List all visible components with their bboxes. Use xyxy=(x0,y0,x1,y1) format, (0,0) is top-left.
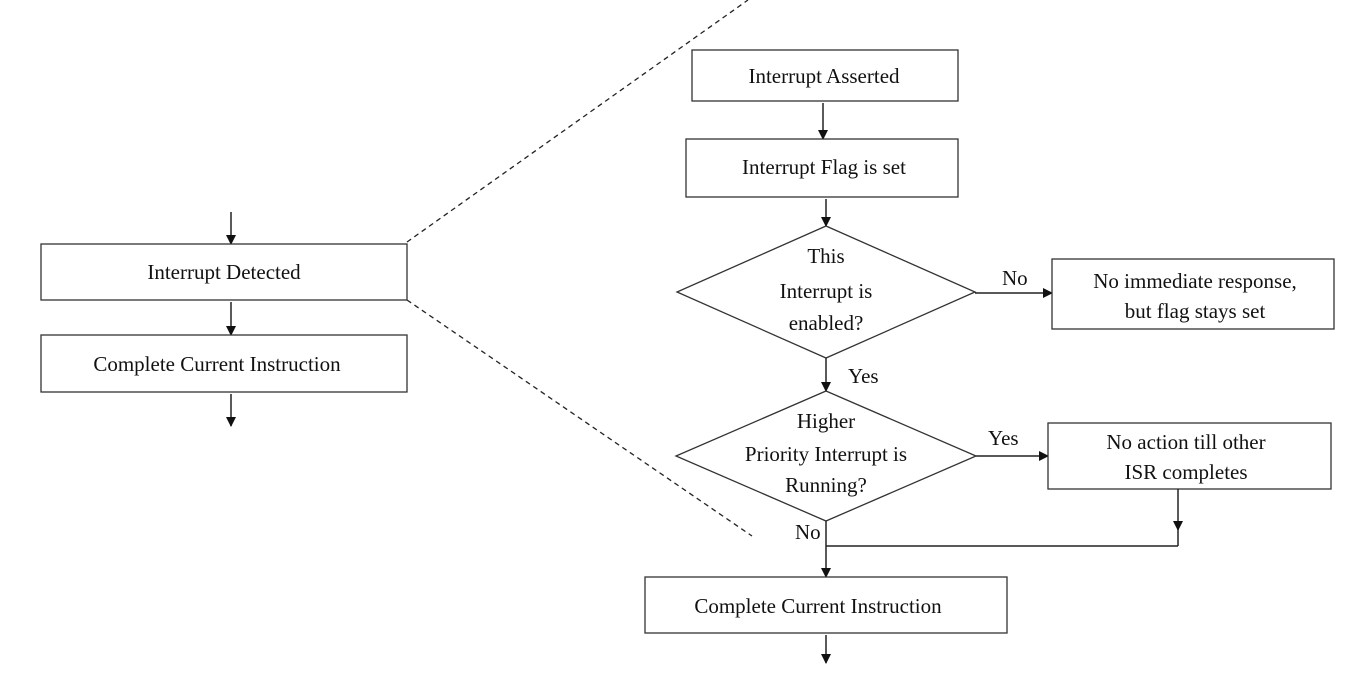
complete-instruction-label-left: Complete Current Instruction xyxy=(93,352,341,376)
edge-label-yes-1: Yes xyxy=(848,364,879,388)
priority-question-line1: Higher xyxy=(797,409,855,433)
wait-isr-line2: ISR completes xyxy=(1124,460,1247,484)
enabled-question-line3: enabled? xyxy=(789,311,864,335)
enabled-question-line1: This xyxy=(807,244,844,268)
zoom-line-top xyxy=(406,0,749,243)
complete-instruction-box-right xyxy=(644,576,1008,634)
enabled-question-line2: Interrupt is xyxy=(780,279,873,303)
priority-question-line2: Priority Interrupt is xyxy=(745,442,907,466)
no-response-line2: but flag stays set xyxy=(1125,299,1266,323)
wait-isr-line1: No action till other xyxy=(1106,430,1265,454)
interrupt-detected-box xyxy=(40,243,408,301)
flag-set-label: Interrupt Flag is set xyxy=(742,155,906,179)
zoom-line-bottom xyxy=(406,299,753,537)
wait-isr-box xyxy=(1047,422,1332,490)
no-response-box xyxy=(1051,258,1335,330)
priority-question-line3: Running? xyxy=(785,473,867,497)
interrupt-asserted-label: Interrupt Asserted xyxy=(748,64,900,88)
flag-set-box xyxy=(685,138,959,198)
interrupt-asserted-box xyxy=(691,49,959,102)
edge-label-no-2: No xyxy=(795,520,821,544)
no-response-line1: No immediate response, xyxy=(1093,269,1297,293)
interrupt-detected-label: Interrupt Detected xyxy=(147,260,301,284)
edge-label-yes-2: Yes xyxy=(988,426,1019,450)
complete-instruction-box-left xyxy=(40,334,408,393)
complete-instruction-label-right: Complete Current Instruction xyxy=(694,594,942,618)
edge-label-no-1: No xyxy=(1002,266,1028,290)
